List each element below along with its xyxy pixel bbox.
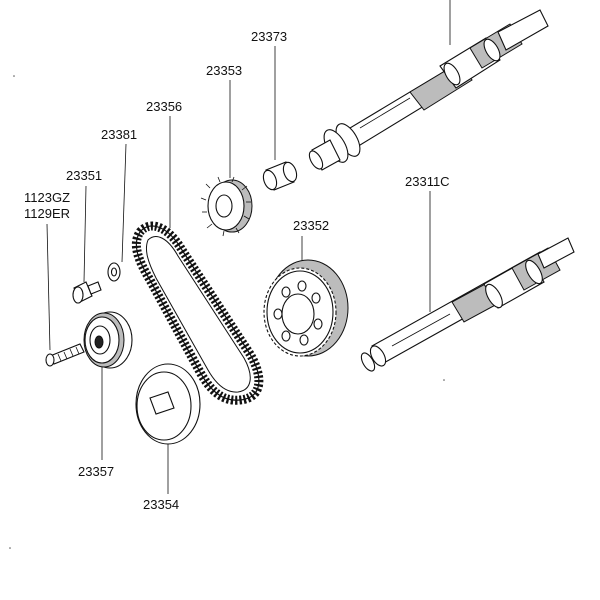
bushing-23373 <box>262 161 298 191</box>
washer-23381 <box>107 262 121 282</box>
sprocket-23353 <box>200 176 253 237</box>
bolt-1123gz <box>45 343 85 367</box>
label-23356: 23356 <box>146 99 182 114</box>
speck <box>443 379 445 381</box>
label-23354: 23354 <box>143 497 179 512</box>
sprocket-23352 <box>263 259 349 357</box>
upper-camshaft <box>308 9 549 171</box>
bolt-23351 <box>72 281 102 304</box>
label-23373: 23373 <box>251 29 287 44</box>
speck <box>13 75 15 77</box>
pulley-23357 <box>83 311 133 369</box>
label-23311c: 23311C <box>405 174 450 189</box>
label-23351: 23351 <box>66 168 102 183</box>
timing-belt-23356 <box>131 221 264 405</box>
label-1123gz: 1123GZ <box>24 190 70 205</box>
label-23381: 23381 <box>101 127 137 142</box>
label-23352: 23352 <box>293 218 329 233</box>
plate-23354 <box>135 363 201 445</box>
label-23357: 23357 <box>78 464 114 479</box>
lower-camshaft-23311c <box>360 237 575 372</box>
leader-lines <box>46 0 451 494</box>
speck <box>9 547 11 549</box>
label-1129er: 1129ER <box>24 206 70 221</box>
label-23353: 23353 <box>206 63 242 78</box>
